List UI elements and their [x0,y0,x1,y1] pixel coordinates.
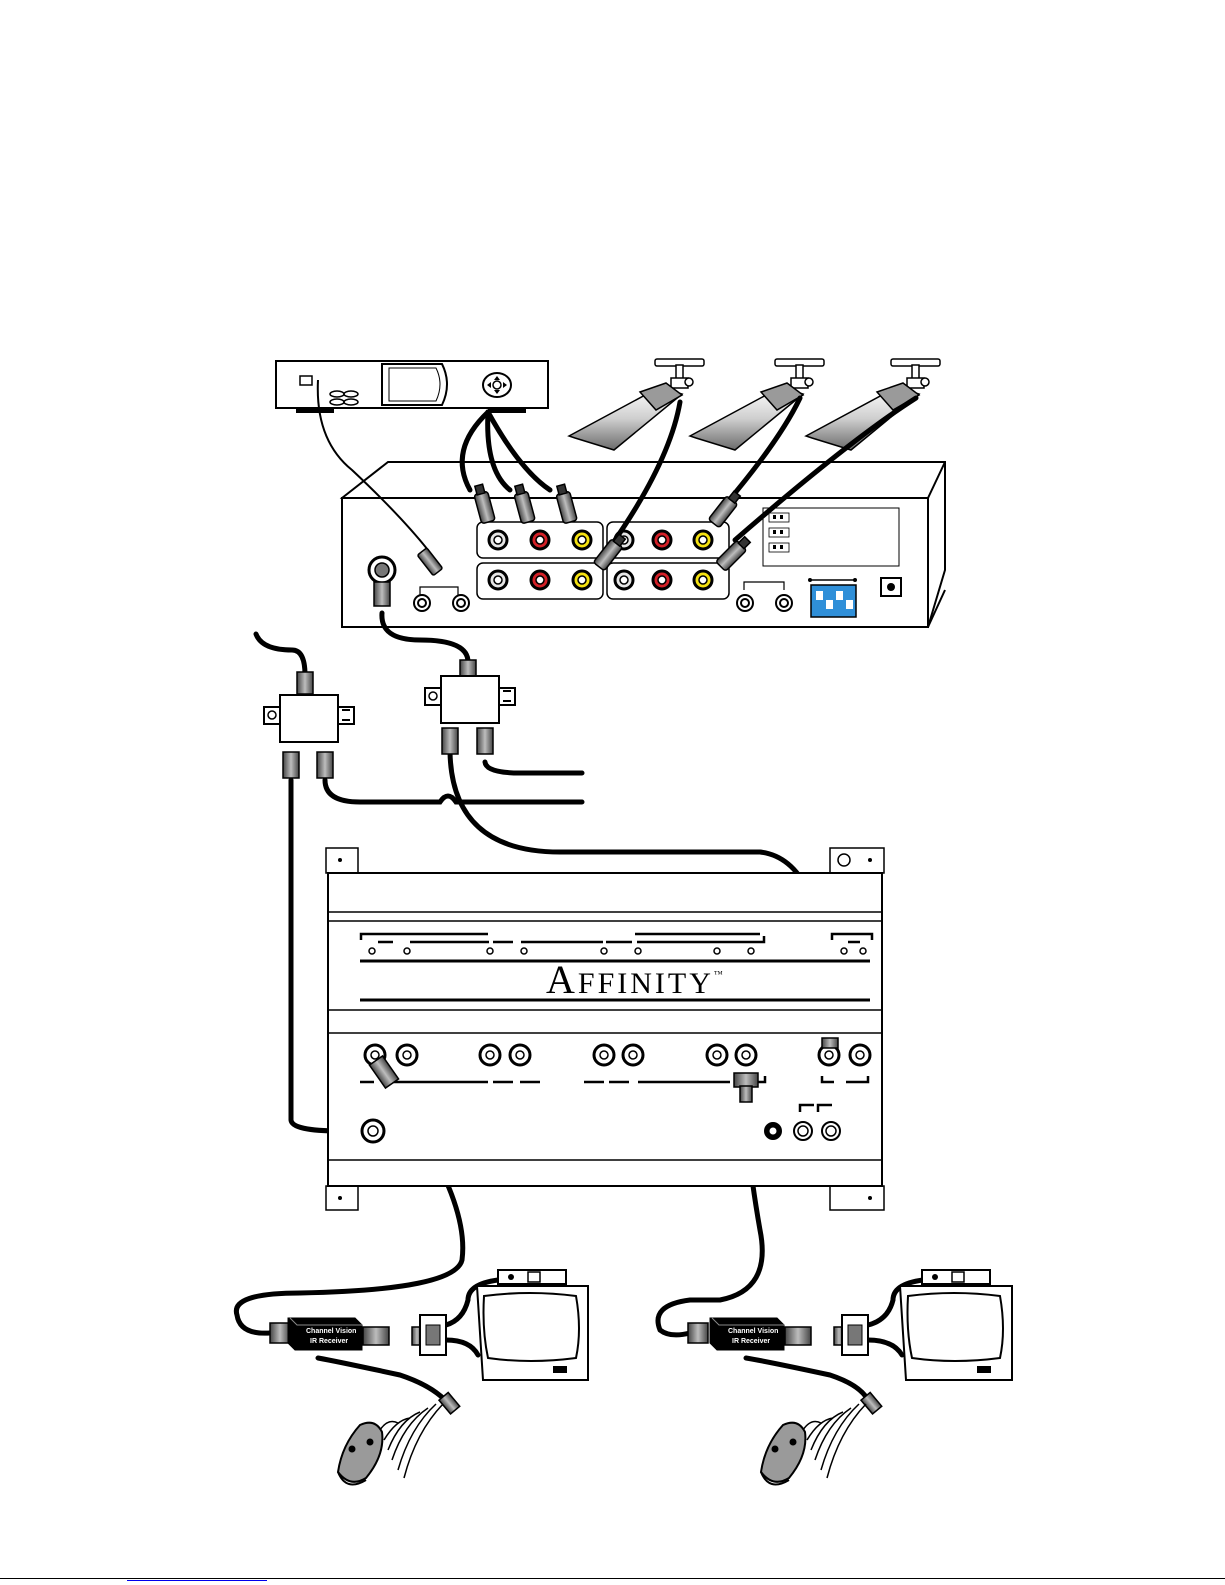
ir-signal-icon [380,1404,443,1478]
camera-2 [690,359,824,450]
ir-receiver-left: Channel Vision IR Receiver [270,1315,446,1355]
remote-control-left [338,1423,382,1485]
receiver-label-model: IR Receiver [732,1338,770,1345]
remote-control-right [761,1423,805,1485]
receiver-label-model: IR Receiver [310,1338,348,1345]
power-jack [881,578,901,596]
camera-3 [806,359,940,450]
splitter-right [425,676,515,723]
receiver-label-brand: Channel Vision [728,1328,778,1335]
receiver-label-brand: Channel Vision [306,1328,356,1335]
modulator-unit [342,462,945,627]
footer-rule [0,1578,1225,1579]
affinity-hub: AFFINITY™ [326,848,884,1210]
ir-receiver-right: Channel Vision IR Receiver [688,1315,868,1355]
splitter-left [264,695,354,742]
rf-output-connector [369,557,395,583]
tv-left [477,1270,588,1380]
navigation-pad-icon [483,373,511,397]
ir-window-icon [300,376,312,385]
tv-right [900,1270,1012,1380]
dip-switch [811,585,856,617]
ir-signal-icon [803,1404,866,1478]
camera-1 [569,359,704,450]
footer-link-underline [127,1580,267,1581]
